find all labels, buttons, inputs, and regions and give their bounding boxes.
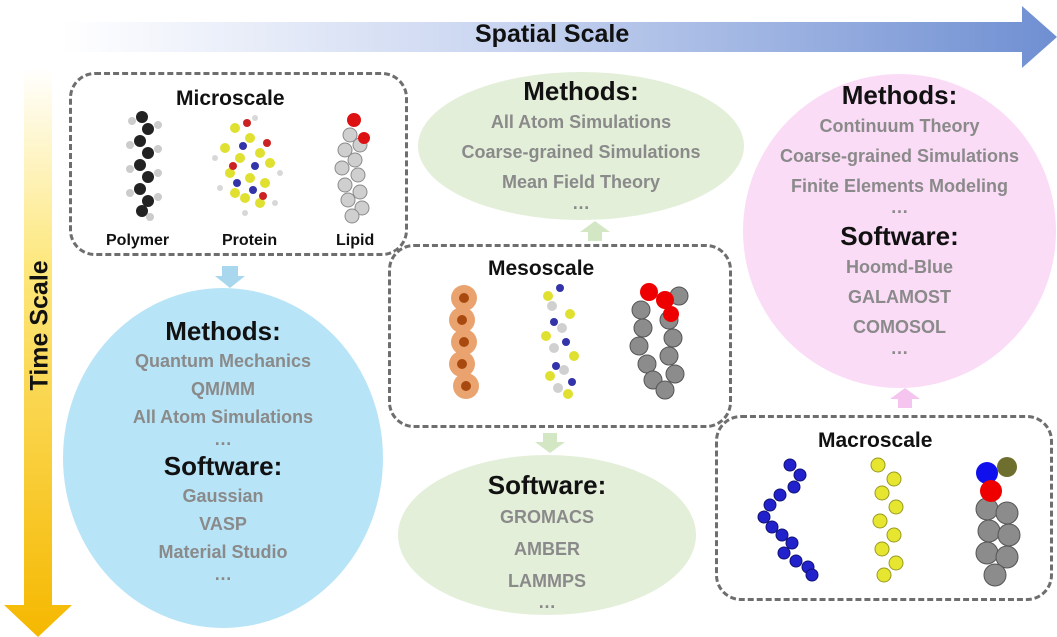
mesoscale-software-panel: Software: GROMACS AMBER LAMMPS …: [398, 470, 696, 612]
down-arrow-icon: [215, 266, 245, 288]
polymer-molecule: [126, 111, 162, 221]
protein-molecule: [212, 115, 283, 216]
mesoscale-software-item: GROMACS: [500, 507, 594, 527]
microscale-software-item: VASP: [199, 514, 247, 534]
mesoscale-methods-title: Methods:: [523, 76, 639, 106]
coarse-grained-protein: [541, 284, 579, 399]
coarse-grained-lipid: [629, 283, 689, 400]
macroscale-software-item: Hoomd-Blue: [846, 257, 953, 277]
mesoscale-software-item: AMBER: [514, 539, 580, 559]
ellipsis: …: [890, 197, 909, 217]
microscale-method-item: Quantum Mechanics: [134, 351, 312, 371]
macroscale-methods-title: Methods:: [841, 80, 958, 110]
down-arrow-icon: [535, 433, 565, 453]
lipid-molecule: [334, 113, 370, 224]
microscale-methods-circle: [63, 288, 383, 628]
microscale-software-item: Material Studio: [158, 542, 288, 562]
microscale-method-item: All Atom Simulations: [132, 407, 314, 427]
ellipsis: …: [890, 338, 909, 358]
mesoscale-software-ellipse: [398, 455, 696, 615]
macroscale-method-item: Continuum Theory: [819, 116, 980, 136]
mesoscale-method-item: Mean Field Theory: [501, 172, 661, 192]
macroscale-software-item: GALAMOST: [848, 287, 951, 307]
microscale-methods-title: Methods:: [165, 316, 281, 346]
ellipsis: …: [214, 564, 232, 584]
macroscale-lipid: [975, 457, 1021, 587]
ellipsis: …: [572, 193, 590, 213]
mesoscale-method-item: All Atom Simulations: [490, 112, 672, 132]
spatial-scale-label: Spatial Scale: [475, 20, 630, 48]
time-scale-arrow: [4, 68, 72, 637]
spatial-scale-arrow: [62, 6, 1057, 68]
time-scale-label: Time Scale: [25, 260, 54, 391]
mesoscale-methods-ellipse: [418, 72, 744, 220]
mesoscale-method-item: Coarse-grained Simulations: [461, 142, 701, 162]
up-arrow-icon: [580, 221, 610, 241]
macroscale-software-title: Software:: [840, 221, 959, 251]
mesoscale-title: Mesoscale: [488, 257, 595, 280]
mesoscale-methods-panel: Methods: All Atom Simulations Coarse-gra…: [418, 76, 744, 213]
macroscale-methods-circle: [743, 74, 1056, 388]
macroscale-software-item: COMOSOL: [853, 317, 946, 337]
macroscale-method-item: Coarse-grained Simulations: [779, 146, 1020, 166]
macroscale-yellow-chain: [870, 457, 904, 583]
protein-label: Protein: [222, 232, 278, 249]
lipid-label: Lipid: [336, 232, 375, 249]
microscale-software-title: Software:: [163, 451, 283, 481]
microscale-title: Microscale: [176, 87, 285, 110]
microscale-software-item: Gaussian: [182, 486, 264, 506]
macroscale-blue-chain: [757, 458, 819, 582]
macroscale-method-item: Finite Elements Modeling: [790, 176, 1009, 196]
macroscale-methods-panel: Methods: Continuum Theory Coarse-grained…: [743, 80, 1056, 358]
ellipsis: …: [214, 429, 232, 449]
mesoscale-software-title: Software:: [487, 470, 607, 500]
microscale-method-item: QM/MM: [191, 379, 255, 399]
macroscale-title: Macroscale: [818, 429, 933, 452]
mesoscale-software-item: LAMMPS: [508, 571, 586, 591]
coarse-grained-polymer: [449, 285, 479, 399]
up-arrow-icon: [890, 388, 920, 408]
polymer-label: Polymer: [106, 232, 170, 249]
microscale-methods-panel: Methods: Quantum Mechanics QM/MM All Ato…: [63, 316, 383, 584]
ellipsis: …: [538, 592, 556, 612]
